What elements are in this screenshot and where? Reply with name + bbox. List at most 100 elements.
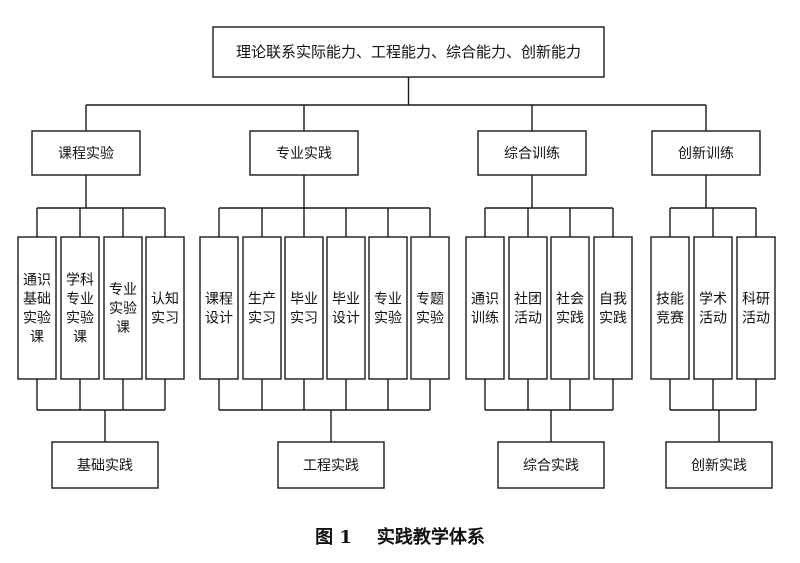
bottom-box-1 [277,441,385,489]
item-label-1-5: 专题实验 [416,292,444,327]
bottom-label-1-line: 工程实践 [303,458,359,474]
item-label-2-1-line: 社团 [514,292,542,308]
item-label-1-0-line: 设计 [205,311,233,327]
item-label-0-2-line: 课 [116,320,130,336]
category-label-0: 课程实验 [58,146,114,162]
item-label-2-3: 自我实践 [599,292,627,327]
top-ability-label: 理论联系实际能力、工程能力、综合能力、创新能力 [236,43,581,61]
item-label-2-2: 社会实践 [556,292,584,327]
item-label-1-3: 毕业设计 [332,292,360,327]
item-label-0-3-line: 认知 [151,291,179,308]
bottom-label-3-line: 创新实践 [691,458,747,474]
category-label-2-line: 综合训练 [504,146,560,162]
bottom-box-0 [51,441,159,489]
category-label-1-line: 专业实践 [276,146,332,162]
bottom-label-0-line: 基础实践 [77,457,133,474]
item-label-2-2-line: 实践 [556,311,584,327]
bottom-box-2 [497,441,605,489]
item-label-0-2: 专业实验课 [109,282,137,336]
category-box-0 [31,130,141,176]
bottom-box-3 [665,441,773,489]
bottom-label-2-line: 综合实践 [523,458,579,474]
item-label-0-1-line: 课 [73,330,87,346]
item-label-0-1: 学科专业实验课 [66,273,94,346]
item-label-0-2-line: 专业 [109,282,137,298]
item-box-1-0 [199,236,239,380]
practice-teaching-system-diagram: 理论联系实际能力、工程能力、综合能力、创新能力课程实验通识基础实验课学科专业实验… [17,26,776,489]
item-box-2-0 [465,236,505,380]
item-label-1-4-line: 实验 [374,311,402,327]
item-label-3-0-line: 竞赛 [656,310,684,327]
item-label-0-0-line: 通识 [23,273,51,289]
item-box-0-3 [145,236,185,380]
bottom-label-2: 综合实践 [523,458,579,474]
item-label-1-1-line: 生产 [248,292,276,308]
item-label-1-5-line: 实验 [416,311,444,327]
item-label-3-2-line: 活动 [742,311,770,327]
item-label-0-0-line: 基础 [23,291,51,308]
item-label-2-0: 通识训练 [471,292,499,327]
item-label-2-0-line: 训练 [471,311,499,327]
item-label-3-1: 学术活动 [699,292,727,327]
item-box-3-0 [650,236,690,380]
item-box-0-2 [103,236,143,380]
category-box-3 [651,130,761,176]
item-box-1-1 [242,236,282,380]
category-label-2: 综合训练 [504,146,560,162]
item-label-0-0-line: 实验 [23,311,51,327]
item-box-1-5 [410,236,450,380]
diagram-boxes: 理论联系实际能力、工程能力、综合能力、创新能力课程实验通识基础实验课学科专业实验… [17,26,776,489]
item-label-2-0-line: 通识 [471,292,499,308]
item-box-3-2 [736,236,776,380]
bottom-label-1: 工程实践 [303,458,359,474]
item-box-0-0 [17,236,57,380]
item-box-1-2 [284,236,324,380]
bottom-label-3: 创新实践 [691,458,747,474]
item-label-1-4-line: 专业 [374,292,402,308]
item-label-3-1-line: 活动 [699,311,727,327]
item-label-1-2-line: 毕业 [290,292,318,308]
item-label-0-3: 认知实习 [151,291,179,327]
item-label-1-0: 课程设计 [205,292,233,327]
item-label-3-0: 技能竞赛 [656,292,684,327]
item-label-1-3-line: 设计 [332,311,360,327]
item-label-2-3-line: 实践 [599,311,627,327]
figure-caption: 图 1 实践教学体系 [315,527,485,548]
item-label-3-2-line: 科研 [742,292,770,308]
item-label-2-1-line: 活动 [514,311,542,327]
item-label-1-2: 毕业实习 [290,292,318,327]
item-label-2-1: 社团活动 [514,292,542,327]
item-label-0-1-line: 实验 [66,311,94,327]
item-label-0-2-line: 实验 [109,301,137,317]
item-label-1-1-line: 实习 [248,311,276,327]
item-box-2-1 [508,236,548,380]
category-box-2 [477,130,587,176]
item-label-1-2-line: 实习 [290,311,318,327]
item-label-2-3-line: 自我 [599,292,627,308]
item-box-0-1 [60,236,100,380]
item-box-3-1 [693,236,733,380]
item-label-3-0-line: 技能 [656,292,684,308]
item-label-3-1-line: 学术 [699,292,727,308]
item-label-0-0-line: 课 [30,330,44,346]
item-label-3-2: 科研活动 [742,292,770,327]
item-label-1-4: 专业实验 [374,292,402,327]
top-ability-box [212,26,605,78]
connector-lines [36,77,757,442]
item-label-1-5-line: 专题 [416,292,444,308]
item-label-2-2-line: 社会 [556,292,584,308]
item-label-0-1-line: 学科 [66,273,94,289]
item-label-1-1: 生产实习 [248,292,276,327]
item-box-1-4 [368,236,408,380]
item-label-0-1-line: 专业 [66,292,94,308]
item-box-2-3 [593,236,633,380]
category-label-1: 专业实践 [276,146,332,162]
item-label-1-3-line: 毕业 [332,292,360,308]
category-box-1 [249,130,359,176]
item-label-1-0-line: 课程 [205,292,233,308]
category-label-3-line: 创新训练 [678,146,734,162]
item-label-0-3-line: 实习 [151,311,179,327]
bottom-label-0: 基础实践 [77,457,133,474]
item-box-2-2 [550,236,590,380]
category-label-3: 创新训练 [678,146,734,162]
